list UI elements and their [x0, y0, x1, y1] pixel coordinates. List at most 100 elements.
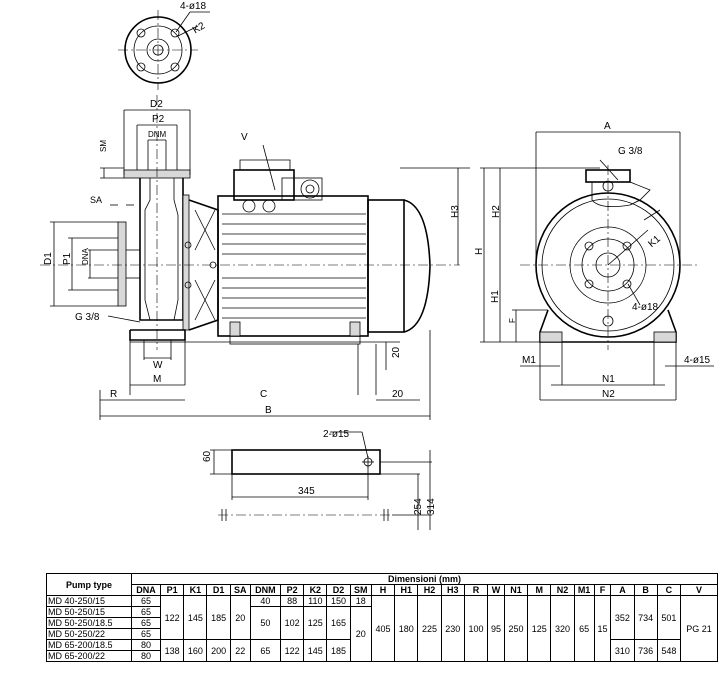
dnm-cell: 50 [249, 606, 281, 640]
h-cell: 405 [370, 595, 396, 662]
label-p1: P1 [62, 252, 73, 265]
pump-technical-drawing: 4-ø18 K2 [40, 1, 714, 530]
col-p1: P1 [159, 584, 185, 596]
b-cell: 736 [633, 639, 658, 662]
label-m1: M1 [522, 355, 536, 366]
label-h1: H1 [490, 290, 501, 303]
label-b: B [265, 405, 272, 416]
k2-cell: 110 [303, 595, 328, 607]
col-b: B [633, 584, 658, 596]
dna-cell: 65 [131, 628, 161, 640]
label-254: 254 [413, 498, 424, 515]
col-h3: H3 [440, 584, 465, 596]
col-d2: D2 [326, 584, 351, 596]
header-dimensions: Dimensioni (mm) [131, 573, 718, 585]
k1-cell: 160 [183, 639, 208, 662]
p2-cell: 122 [279, 639, 305, 662]
label-m: M [153, 374, 161, 385]
pump-type-cell: MD 65-200/18.5 [46, 639, 132, 651]
label-g38-right: G 3/8 [618, 146, 643, 157]
col-w: W [487, 584, 505, 596]
d2-cell: 150 [326, 595, 351, 607]
col-m: M [527, 584, 552, 596]
label-w: W [153, 360, 163, 371]
p2-cell: 88 [279, 595, 305, 607]
sa-cell: 22 [229, 639, 251, 662]
d2-cell: 165 [326, 606, 351, 640]
pump-type-cell: MD 50-250/22 [46, 628, 132, 640]
d1-cell: 200 [206, 639, 231, 662]
label-k2: K2 [191, 20, 207, 36]
table-header-row: Pump type Dimensioni (mm) [46, 573, 718, 596]
dimensions-table: Pump type Dimensioni (mm) DNA P1 K1 D1 S… [46, 573, 718, 662]
header-pump-type: Pump type [46, 573, 132, 596]
label-dna: DNA [81, 247, 90, 265]
label-flange-holes: 4-ø18 [180, 1, 207, 12]
col-dna: DNA [131, 584, 161, 596]
table-columns-row: DNA P1 K1 D1 SA DNM P2 K2 D2 SM H H1 H2 … [47, 584, 718, 596]
col-v: V [680, 584, 718, 596]
p1-cell: 122 [159, 595, 185, 640]
end-view-dimensions [480, 131, 714, 401]
col-p2: P2 [279, 584, 305, 596]
label-60: 60 [202, 450, 213, 462]
c-cell: 501 [656, 595, 682, 640]
m1-cell: 65 [573, 595, 595, 662]
w-cell: 95 [487, 595, 505, 662]
pump-end-view [520, 165, 700, 350]
motor-fins [222, 213, 366, 319]
table-row: MD 50-250/15 65 50 102 125 165 20 [46, 606, 718, 662]
pump-side-view [40, 95, 460, 395]
label-20-vertical: 20 [391, 346, 402, 358]
label-c: C [260, 389, 267, 400]
h3-cell: 230 [440, 595, 465, 662]
label-f: F [508, 318, 517, 323]
m-cell: 125 [527, 595, 552, 662]
label-n1: N1 [602, 374, 615, 385]
a-cell: 310 [610, 639, 635, 662]
side-view-dimensions [53, 109, 470, 420]
dnm-cell: 65 [249, 639, 281, 662]
n1-cell: 250 [503, 595, 529, 662]
col-c: C [656, 584, 682, 596]
pump-type-cell: MD 40-250/15 [46, 595, 132, 607]
a-cell: 352 [610, 595, 635, 640]
col-k2: K2 [303, 584, 328, 596]
k2-cell: 145 [303, 639, 328, 662]
h2-cell: 225 [417, 595, 442, 662]
label-sm: SM [99, 140, 108, 152]
label-345: 345 [298, 486, 315, 497]
dnm-cell: 40 [249, 595, 281, 607]
k1-cell: 145 [183, 595, 208, 640]
col-h: H [370, 584, 396, 596]
k2-cell: 125 [303, 606, 328, 640]
label-base-holes: 4-ø15 [684, 355, 711, 366]
col-n1: N1 [503, 584, 529, 596]
col-sm: SM [349, 584, 372, 596]
label-plate-holes: 2-ø15 [323, 429, 350, 440]
label-d1: D1 [43, 252, 54, 265]
label-h3: H3 [450, 205, 461, 218]
label-n2: N2 [602, 389, 615, 400]
dna-cell: 80 [131, 639, 161, 651]
label-r: R [110, 389, 117, 400]
sa-cell: 20 [229, 595, 251, 640]
dna-cell: 80 [131, 650, 161, 662]
r-cell: 100 [463, 595, 489, 662]
col-sa: SA [229, 584, 251, 596]
outlet-flange-view [118, 10, 210, 90]
p1-cell: 138 [159, 639, 185, 662]
label-20-horizontal: 20 [392, 389, 404, 400]
c-cell: 548 [656, 639, 682, 662]
table-row: MD 65-200/18.5 80 138 160 200 22 65 122 … [46, 639, 718, 662]
label-d2: D2 [150, 99, 163, 110]
label-sa: SA [90, 195, 102, 205]
label-k1: K1 [646, 233, 663, 250]
pump-type-cell: MD 65-200/22 [46, 650, 132, 662]
col-a: A [610, 584, 635, 596]
dna-cell: 65 [131, 606, 161, 618]
col-d1: D1 [206, 584, 231, 596]
p2-cell: 102 [279, 606, 305, 640]
label-a: A [604, 121, 611, 132]
col-k1: K1 [183, 584, 208, 596]
